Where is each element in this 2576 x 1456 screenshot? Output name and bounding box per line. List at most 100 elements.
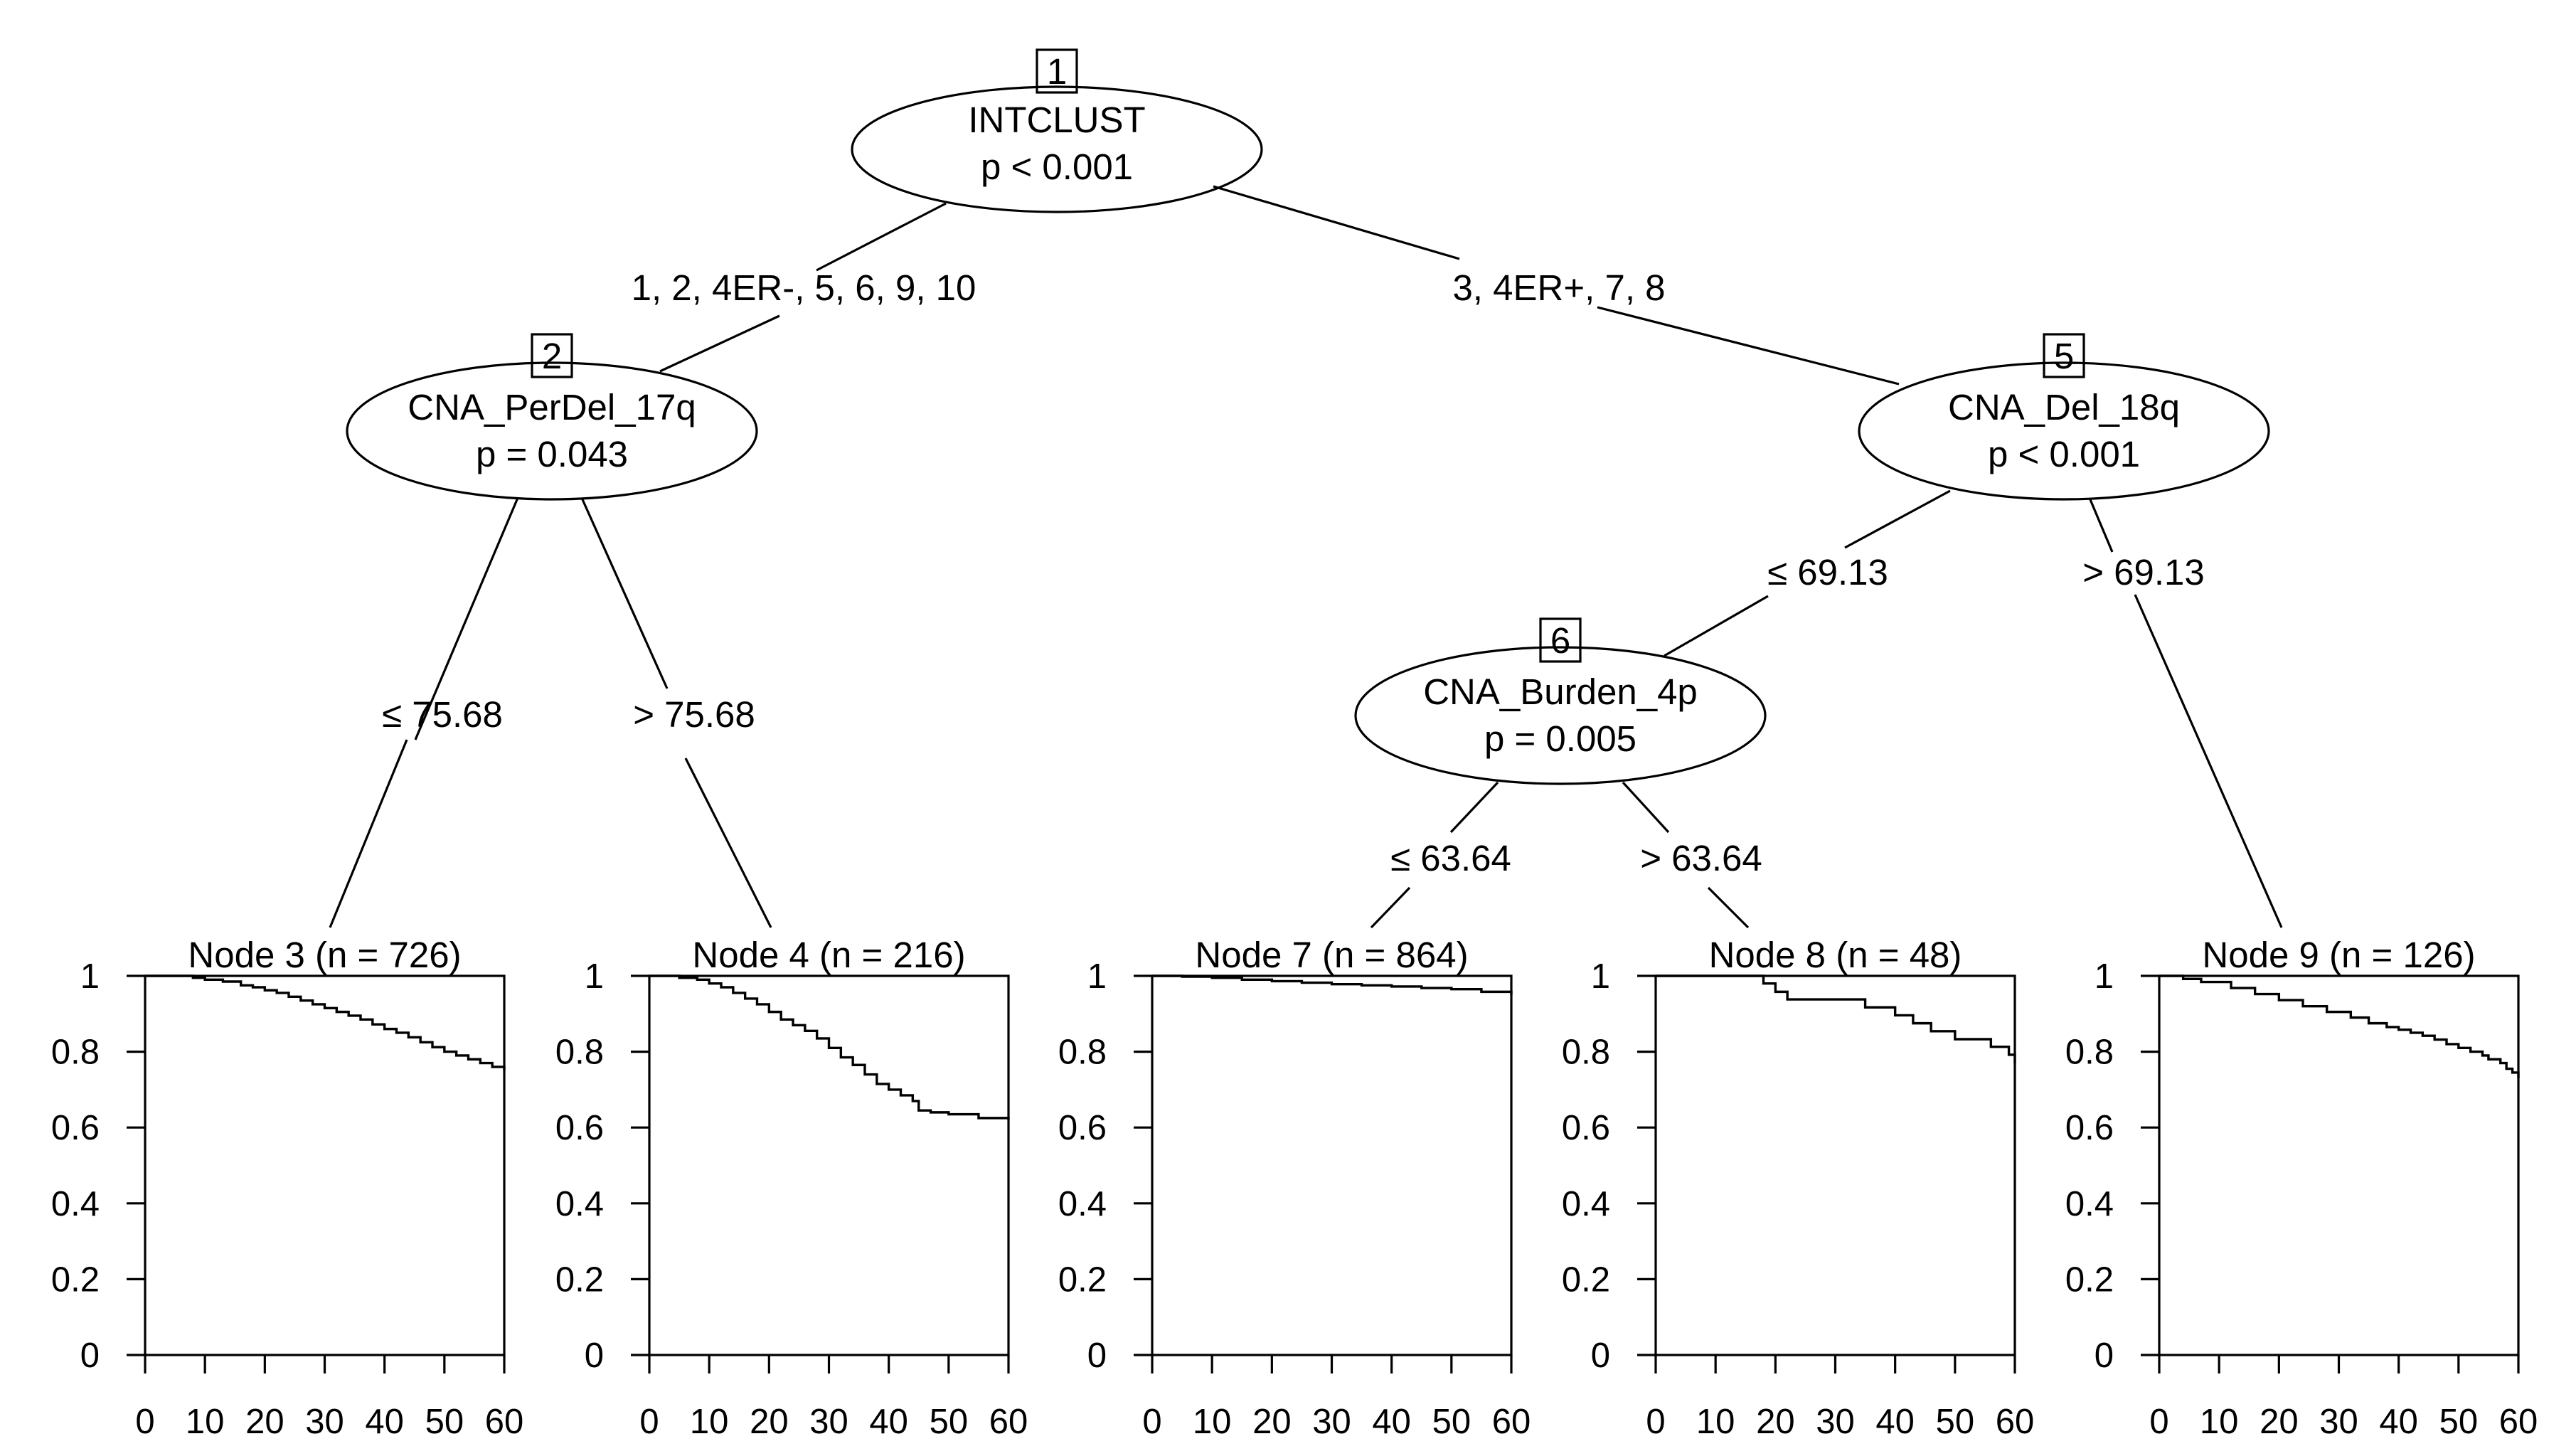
node-pvalue: p < 0.001 [981,147,1133,187]
node-pvalue: p < 0.001 [1988,434,2140,474]
x-tick-label: 50 [425,1403,464,1441]
edge-1-2-lower [659,314,780,373]
y-tick-label: 0.8 [2065,1033,2114,1072]
edge-label-5-6: ≤ 69.13 [1767,552,1888,593]
survival-curve [649,974,1010,1120]
edge-5-6-upper [1844,489,1951,549]
edge-label-2-4: > 75.68 [633,694,755,735]
y-tick-label: 0.6 [555,1109,604,1147]
y-tick-label: 1 [1087,957,1107,996]
x-tick-label: 50 [2439,1403,2479,1441]
edge-2-3-upper [414,497,519,740]
node-variable: CNA_Del_18q [1948,387,2180,427]
survival-curve [2159,974,2520,1078]
y-tick-label: 0.4 [555,1185,604,1223]
x-tick-label: 0 [1142,1403,1161,1441]
node-ellipse [1858,361,2270,501]
panel-title: Node 7 (n = 864) [1195,935,1468,975]
x-tick-label: 20 [750,1403,789,1441]
edge-2-3-lower [329,739,408,928]
edge-labels: 1, 2, 4ER-, 5, 6, 9, 10 3, 4ER+, 7, 8 ≤ … [382,267,2205,878]
y-tick-label: 0 [1591,1337,1610,1375]
x-tick-label: 60 [1492,1403,1531,1441]
node-id: 2 [542,336,562,376]
node-ellipse [346,361,758,501]
survival-curve [145,974,506,1071]
tree-node-5: 5 CNA_Del_18q p < 0.001 [1858,333,2270,501]
x-tick-label: 40 [869,1403,908,1441]
y-tick-label: 0.8 [51,1033,100,1072]
node-id-box [1036,48,1078,94]
edge-6-8-lower [1707,886,1750,929]
x-tick-label: 60 [989,1403,1028,1441]
survival-curve [1152,974,1513,995]
edge-label-5-9: > 69.13 [2082,552,2205,593]
x-tick-label: 10 [186,1403,225,1441]
x-tick-label: 40 [2379,1403,2418,1441]
plot-frame [2158,974,2520,1356]
x-tick-label: 60 [485,1403,524,1441]
y-tick-label: 0.6 [2065,1109,2114,1147]
x-tick-label: 0 [1646,1403,1665,1441]
panel-title: Node 4 (n = 216) [692,935,965,975]
x-tick-label: 0 [135,1403,154,1441]
edge-6-8-upper [1622,781,1670,834]
x-tick-label: 40 [1372,1403,1411,1441]
tree-edges [329,185,2283,929]
panel-title: Node 9 (n = 126) [2202,935,2475,975]
y-tick-label: 0.2 [2065,1260,2114,1299]
node-ellipse [1354,646,1767,785]
edge-label-1-5: 3, 4ER+, 7, 8 [1452,267,1665,308]
survival-curve [1656,974,2016,1063]
node-id-box [1539,617,1582,663]
x-tick-label: 50 [930,1403,969,1441]
edge-label-2-3: ≤ 75.68 [382,694,503,735]
x-tick-label: 30 [1816,1403,1855,1441]
plot-frame [144,974,506,1356]
y-tick-label: 0 [585,1337,604,1375]
x-tick-label: 50 [1936,1403,1975,1441]
plot-frame [1151,974,1513,1356]
edge-1-5-lower [1597,306,1900,386]
node-id: 5 [2054,336,2074,376]
edge-6-7-lower [1370,886,1411,929]
y-tick-label: 0.6 [1562,1109,1610,1147]
edge-6-7-upper [1449,781,1499,834]
x-tick-label: 0 [639,1403,659,1441]
node-id-box [2043,333,2085,378]
x-tick-label: 30 [2319,1403,2358,1441]
y-tick-label: 0.4 [51,1185,100,1223]
node-id-box [531,333,573,378]
y-tick-label: 1 [2095,957,2114,996]
node-pvalue: p = 0.043 [476,434,628,474]
y-tick-label: 0.8 [1562,1033,1610,1072]
tree-node-6: 6 CNA_Burden_4p p = 0.005 [1354,617,1767,785]
x-tick-label: 30 [1312,1403,1351,1441]
node-pvalue: p = 0.005 [1484,718,1636,759]
x-tick-label: 30 [809,1403,848,1441]
node-variable: CNA_Burden_4p [1423,671,1698,712]
y-tick-label: 0 [1087,1337,1107,1375]
y-tick-label: 0.4 [2065,1185,2114,1223]
edge-5-9-lower [2134,594,2283,928]
y-tick-label: 0.4 [1562,1185,1610,1223]
y-tick-label: 0.4 [1058,1185,1107,1223]
edge-5-9-upper [2088,497,2114,553]
x-tick-label: 10 [1696,1403,1735,1441]
edge-5-6-lower [1664,595,1769,657]
y-tick-label: 0.2 [1562,1260,1610,1299]
x-tick-label: 40 [365,1403,404,1441]
y-tick-label: 0.2 [555,1260,604,1299]
plot-frame [1654,974,2016,1356]
x-tick-label: 20 [2260,1403,2299,1441]
x-tick-label: 60 [1996,1403,2035,1441]
y-tick-label: 1 [585,957,604,996]
x-tick-label: 0 [2149,1403,2168,1441]
